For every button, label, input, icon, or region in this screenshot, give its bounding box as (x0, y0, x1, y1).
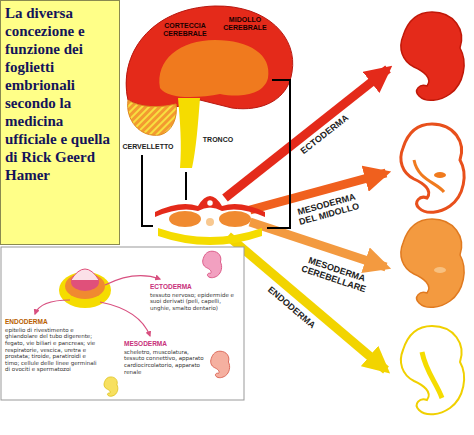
notochord (206, 218, 214, 226)
neural-tube (207, 200, 214, 207)
endoderm-layer (158, 228, 262, 245)
region-label: CERVELLETTO (122, 143, 173, 151)
wire (142, 155, 153, 226)
inset-arrow (100, 302, 150, 336)
amnion (71, 269, 99, 280)
wire (185, 172, 187, 200)
embryo (401, 12, 464, 100)
embryo (401, 124, 464, 212)
embryo (401, 219, 464, 307)
layer-heading: ECTODERMA (150, 283, 240, 291)
brain-stem (178, 98, 200, 168)
mesoderm-somite (169, 211, 201, 227)
layer-description: ENDODERMAepitelio di rivestimento e ghia… (5, 318, 99, 373)
title-box: La diversa concezione e funzione dei fog… (0, 0, 120, 245)
layer-body: tessuto nervoso; epidermide e suoi deriv… (150, 292, 240, 312)
endoderm-arrow (228, 236, 386, 370)
embryo-icon (203, 251, 222, 278)
inset-arrow (35, 300, 70, 314)
layer-body: epitelio di rivestimento e ghiandolare d… (5, 327, 99, 373)
embryo-icon (211, 351, 230, 378)
region-label: CORTECCIA CEREBRALE (160, 22, 210, 37)
layer-description: ECTODERMAtessuto nervoso; epidermide e s… (150, 283, 240, 312)
brain-cortex (126, 6, 293, 109)
layer-body: scheletro, muscolatura, tessuto connetti… (124, 349, 204, 375)
ectoderm-layer (155, 196, 265, 217)
embryo (401, 326, 464, 414)
layer-heading: ENDODERMA (5, 318, 99, 326)
embryo-icon (104, 377, 118, 396)
wire (267, 80, 290, 228)
brain-medulla (159, 40, 268, 97)
layer-heading: MESODERMA (124, 340, 204, 348)
inset-panel (1, 247, 244, 400)
region-label: TRONCO (203, 136, 233, 144)
cerebellum (128, 100, 177, 135)
layer-description: MESODERMAscheletro, muscolatura, tessuto… (124, 340, 204, 375)
mesoderm-somite (219, 211, 251, 227)
region-label: MIDOLLO CEREBRALE (221, 16, 269, 31)
